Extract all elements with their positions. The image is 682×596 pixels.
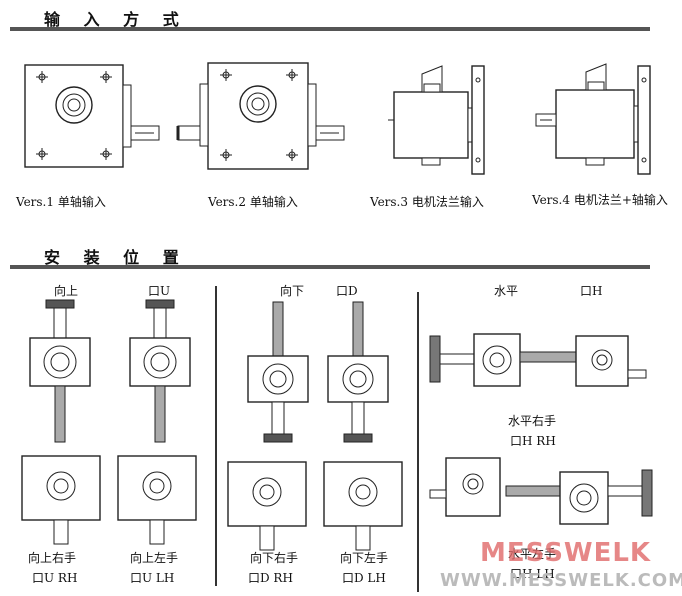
vers4-diagram bbox=[535, 63, 651, 175]
up-code: 口U bbox=[148, 284, 171, 298]
down-code: 口D bbox=[336, 284, 358, 298]
vers3-diagram bbox=[388, 65, 485, 175]
horizontal-title: 水平 bbox=[494, 284, 519, 298]
mount-section-title: 安 装 位 置 bbox=[44, 248, 188, 267]
up-rh-code: 口U RH bbox=[32, 571, 78, 585]
watermark-url: WWW.MESSWELK.COM bbox=[440, 570, 682, 591]
input-section-title: 输 入 方 式 bbox=[44, 10, 188, 29]
horizontal-rh-end-diagram bbox=[575, 335, 647, 387]
up-rh-label: 向上右手 bbox=[28, 551, 77, 565]
horizontal-lh-label: 水平左手 bbox=[508, 547, 557, 561]
vers2-diagram bbox=[176, 62, 345, 170]
up-title: 向上 bbox=[54, 284, 79, 298]
down-lh-code: 口D LH bbox=[342, 571, 386, 585]
down-lh-top-diagram bbox=[323, 461, 403, 551]
down-rh-code: 口D RH bbox=[248, 571, 293, 585]
horizontal-lh-end-diagram bbox=[429, 457, 501, 517]
horizontal-rh-label: 水平右手 bbox=[508, 414, 557, 428]
up-lh-label: 向上左手 bbox=[130, 551, 179, 565]
up-lh-code: 口U LH bbox=[130, 571, 175, 585]
separator-1 bbox=[215, 286, 217, 586]
down-rh-vertical-diagram bbox=[247, 301, 309, 443]
down-lh-label: 向下左手 bbox=[340, 551, 389, 565]
input-section-rule bbox=[10, 27, 650, 31]
vers3-label: Vers.3 电机法兰输入 bbox=[370, 195, 484, 209]
vers4-label: Vers.4 电机法兰+轴输入 bbox=[532, 193, 668, 207]
down-rh-label: 向下右手 bbox=[250, 551, 299, 565]
vers2-label: Vers.2 单轴输入 bbox=[208, 195, 298, 209]
down-rh-top-diagram bbox=[227, 461, 307, 551]
up-lh-top-diagram bbox=[117, 455, 197, 545]
mount-section-rule bbox=[10, 265, 650, 269]
up-rh-top-diagram bbox=[21, 455, 101, 545]
down-title: 向下 bbox=[280, 284, 305, 298]
down-lh-vertical-diagram bbox=[327, 301, 389, 443]
horizontal-lh-code: 口H LH bbox=[510, 567, 555, 581]
horizontal-code: 口H bbox=[580, 284, 603, 298]
horizontal-rh-code: 口H RH bbox=[510, 434, 556, 448]
horizontal-rh-side-diagram bbox=[429, 333, 577, 387]
up-rh-vertical-diagram bbox=[29, 299, 91, 443]
horizontal-lh-side-diagram bbox=[505, 469, 653, 525]
vers1-label: Vers.1 单轴输入 bbox=[16, 195, 106, 209]
up-lh-vertical-diagram bbox=[129, 299, 191, 443]
watermark-brand: MESSWELK bbox=[480, 538, 652, 568]
vers1-diagram bbox=[24, 64, 160, 168]
separator-2 bbox=[417, 292, 419, 592]
